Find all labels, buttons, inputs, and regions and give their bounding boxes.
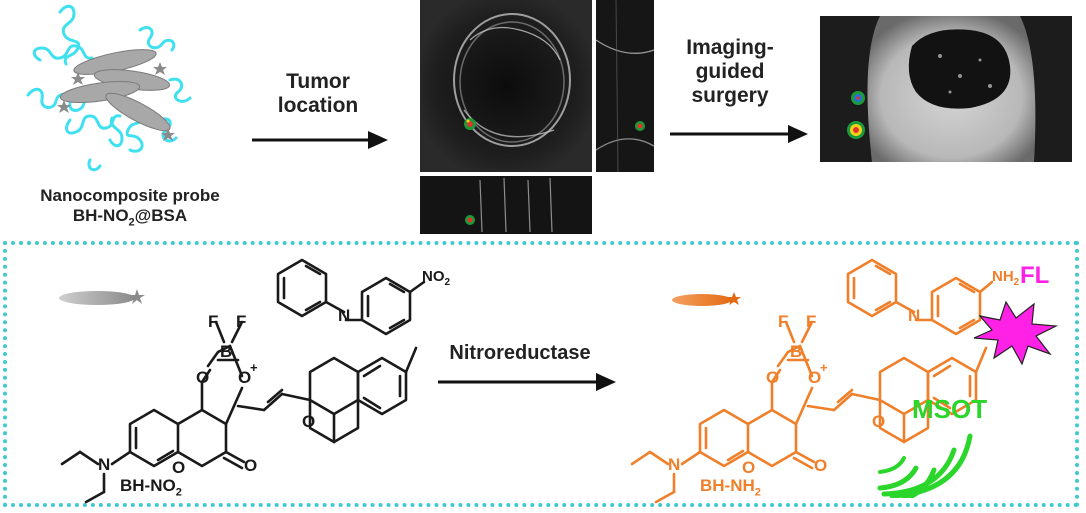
probe-formula-suffix: @BSA — [134, 205, 188, 225]
imaging-guided-line2: guided — [695, 60, 765, 84]
reactant-structure — [60, 258, 426, 504]
reactant-atom-o4: O — [244, 456, 258, 475]
reactant-atom-plus: + — [250, 360, 258, 375]
product-structure — [630, 258, 994, 504]
reactant-atom-o5: O — [302, 412, 316, 431]
product-name-sub: 2 — [754, 486, 761, 499]
product-atom-n2: N — [908, 306, 921, 325]
probe-formula: BH-NO — [72, 205, 129, 225]
nanocomposite-probe-illustration — [26, 4, 192, 172]
product-atom-nh2: NH2 — [992, 268, 1019, 288]
msot-label: MSOT — [912, 394, 988, 424]
product-atom-o2: O — [808, 368, 822, 387]
product-atom-f1: F — [778, 312, 789, 331]
product-name: BH-NH2 — [700, 476, 761, 498]
product-nh2-text: NH — [992, 268, 1014, 285]
reactant-atom-n2: N — [338, 306, 351, 325]
msot-axial-image — [420, 0, 592, 172]
reactant-atom-n1: N — [98, 455, 111, 474]
reaction-panel-frame — [3, 241, 1079, 507]
msot-wave-icon — [877, 433, 973, 498]
fluorescence-burst-icon — [973, 300, 1059, 366]
reactant-no2-sub: 2 — [444, 277, 451, 288]
reactant-atom-f2: F — [236, 312, 247, 331]
product-atom-f2: F — [806, 312, 817, 331]
imaging-guided-line1: Imaging- — [686, 36, 774, 59]
reactant-atom-b: B — [220, 342, 233, 361]
product-rod-icon — [672, 292, 741, 306]
probe-label: Nanocomposite probe BH-NO2@BSA — [10, 186, 250, 229]
reactant-atom-o2: O — [238, 368, 252, 387]
probe-label-line2: BH-NO2@BSA — [10, 206, 250, 229]
reactant-name-text: BH-NO — [120, 476, 176, 495]
probe-formula-sub: 2 — [128, 215, 135, 228]
tumor-location-arrow — [252, 131, 388, 149]
reactant-atom-o1: O — [196, 368, 210, 387]
product-atom-n1: N — [668, 455, 681, 474]
msot-sagittal-image — [596, 0, 654, 172]
product-atom-o5: O — [872, 412, 886, 431]
probe-label-line1: Nanocomposite probe — [40, 186, 220, 205]
nitroreductase-label: Nitroreductase — [449, 342, 591, 364]
reactant-atom-f1: F — [208, 312, 219, 331]
product-atom-o4: O — [814, 456, 828, 475]
fl-label: FL — [1020, 262, 1050, 289]
reactant-no2-text: NO — [422, 268, 445, 285]
reactant-atom-o3: O — [172, 458, 186, 477]
reactant-rod-icon — [59, 289, 145, 305]
reaction-arrow — [438, 373, 616, 391]
reactant-atom-no2: NO2 — [422, 268, 450, 288]
product-atom-b: B — [790, 342, 803, 361]
surgery-fluorescence-image — [820, 16, 1072, 162]
tumor-location-label: Tumor location — [258, 70, 378, 118]
product-atom-plus: + — [820, 360, 828, 375]
product-nh2-sub: 2 — [1013, 277, 1020, 288]
msot-coronal-image — [420, 176, 592, 234]
tumor-location-line2: location — [277, 94, 359, 118]
imaging-guided-surgery-label: Imaging- guided surgery — [660, 36, 800, 108]
product-name-text: BH-NH — [700, 476, 755, 495]
product-atom-o3: O — [742, 458, 756, 477]
reactant-name: BH-NO2 — [120, 476, 182, 498]
imaging-guided-line3: surgery — [691, 84, 769, 108]
tumor-location-line1: Tumor — [286, 70, 350, 93]
imaging-guided-surgery-arrow — [670, 125, 808, 143]
reactant-name-sub: 2 — [175, 486, 182, 499]
product-atom-o1: O — [766, 368, 780, 387]
